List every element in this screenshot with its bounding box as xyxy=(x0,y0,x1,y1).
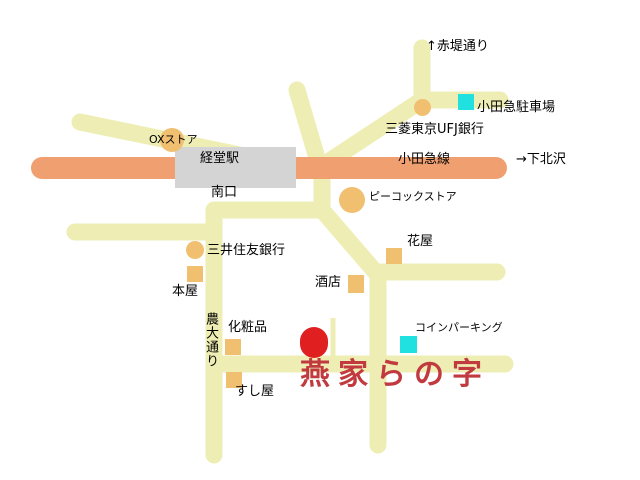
sushi-marker xyxy=(226,372,242,388)
road-south-exit xyxy=(205,201,331,464)
odakyu-line-label: 小田急線 xyxy=(398,152,451,167)
bookstore-label: 本屋 xyxy=(172,284,199,299)
odakyu-parking-label: 小田急駐車場 xyxy=(477,100,556,115)
sushi-label: すし屋 xyxy=(235,384,275,399)
smbc-bank-label: 三井住友銀行 xyxy=(207,243,286,258)
mufg-bank-label: 三菱東京UFJ銀行 xyxy=(385,122,484,137)
mufg-bank-marker xyxy=(414,99,431,116)
station-label: 経堂駅 xyxy=(200,151,240,166)
nodai-street-label: 農大通り xyxy=(203,312,218,368)
bookstore-marker xyxy=(187,266,203,282)
peacock-store-label: ピーコックストア xyxy=(369,190,457,203)
ox-store-marker xyxy=(160,128,184,152)
destination-title: 燕家らの字 xyxy=(300,357,490,392)
coin-parking-marker xyxy=(400,336,417,353)
liquor-store-marker xyxy=(348,275,364,293)
odakyu-parking-marker xyxy=(458,94,474,110)
cosmetics-marker xyxy=(225,339,241,355)
south-exit-label: 南口 xyxy=(211,185,238,200)
smbc-bank-marker xyxy=(186,241,204,259)
shimokitazawa-direction-label: →下北沢 xyxy=(516,152,566,167)
peacock-store-marker xyxy=(339,187,365,213)
station-building xyxy=(175,147,296,188)
ox-store-label: OXストア xyxy=(149,133,198,146)
akatsutsumi-street-label: ↑赤堤通り xyxy=(426,39,489,54)
florist-marker xyxy=(386,248,402,264)
cosmetics-label: 化粧品 xyxy=(228,320,268,335)
coin-parking-label: コインパーキング xyxy=(415,321,503,334)
florist-label: 花屋 xyxy=(407,234,434,249)
liquor-store-label: 酒店 xyxy=(315,275,342,290)
destination-marker xyxy=(300,327,328,358)
roads xyxy=(66,39,514,464)
